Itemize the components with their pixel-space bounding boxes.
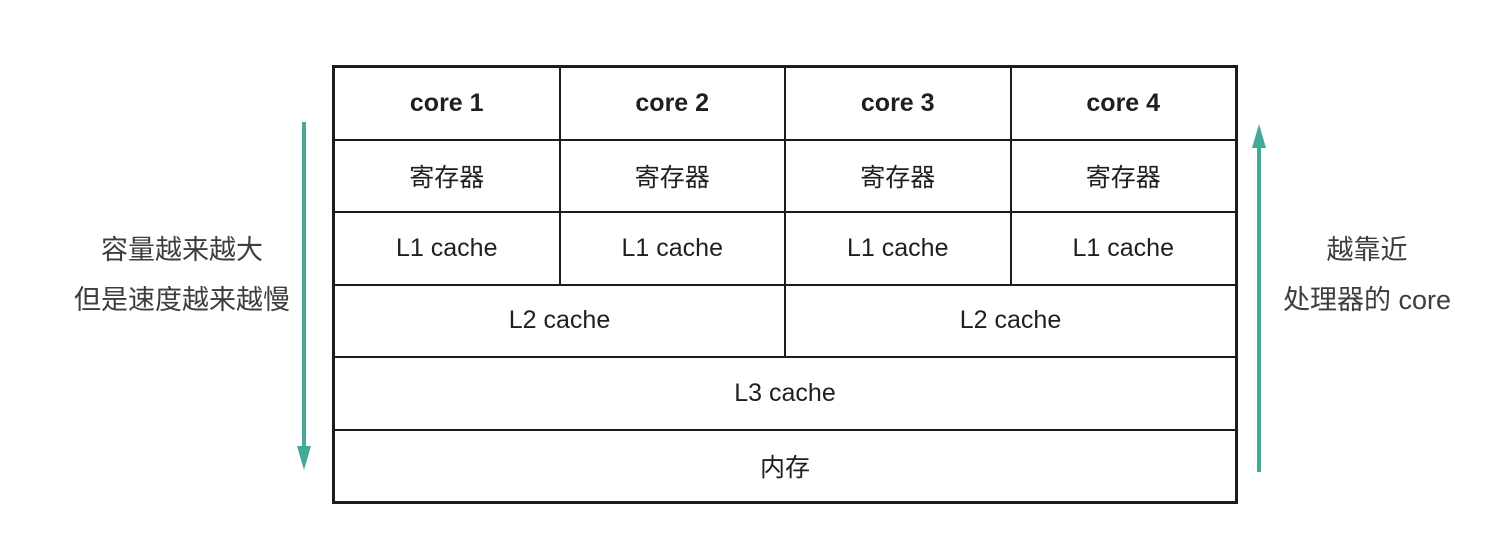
left-annotation-line1: 容量越来越大 [101,235,263,265]
cell-l3-cache: L3 cache [334,357,1236,430]
cell-l2-cache-1: L2 cache [334,284,785,357]
right-annotation-line1: 越靠近 [1326,235,1408,265]
cell-register-4: 寄存器 [1010,139,1236,212]
cell-l1-cache-2: L1 cache [559,212,785,285]
arrow-down-head [297,446,311,470]
cell-memory: 内存 [334,429,1236,502]
cell-core-2: core 2 [559,67,785,140]
cell-l1-cache-3: L1 cache [785,212,1011,285]
left-annotation: 容量越来越大 但是速度越来越慢 [42,225,322,325]
right-annotation: 越靠近 处理器的 core [1262,225,1472,325]
cell-core-1: core 1 [334,67,560,140]
cell-register-1: 寄存器 [334,139,560,212]
arrow-down-icon [297,122,311,470]
cell-core-4: core 4 [1010,67,1236,140]
cell-l1-cache-1: L1 cache [334,212,560,285]
cell-register-3: 寄存器 [785,139,1011,212]
cell-l2-cache-2: L2 cache [785,284,1236,357]
cell-l1-cache-4: L1 cache [1010,212,1236,285]
cell-register-2: 寄存器 [559,139,785,212]
left-annotation-line2: 但是速度越来越慢 [74,285,290,315]
memory-hierarchy-table: core 1 core 2 core 3 core 4 寄存器 寄存器 寄存器 … [332,65,1238,504]
arrow-up-icon [1252,124,1266,472]
arrow-up-head [1252,124,1266,148]
cell-core-3: core 3 [785,67,1011,140]
right-annotation-line2: 处理器的 core [1282,285,1452,315]
